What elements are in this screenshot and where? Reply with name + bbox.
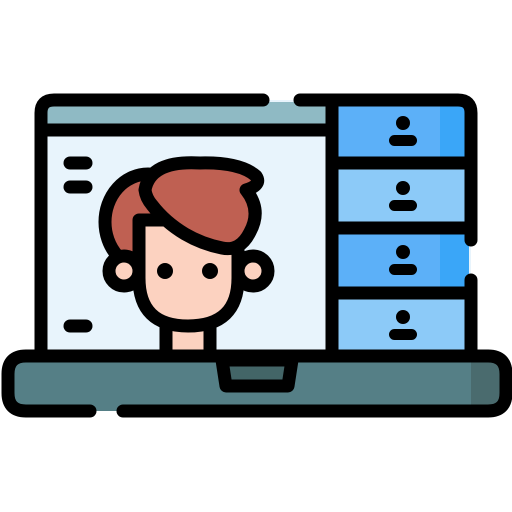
user-icon	[389, 116, 417, 146]
user-icon	[389, 181, 417, 211]
user-icon	[389, 310, 417, 340]
participant-tile	[335, 297, 469, 355]
screen-outline	[34, 93, 478, 367]
caption-lines	[63, 156, 93, 333]
trackpad-notch	[215, 353, 299, 393]
participants-sidebar	[325, 97, 473, 367]
laptop-base	[1, 349, 512, 418]
user-icon	[389, 245, 417, 275]
window-titlebar	[43, 102, 330, 128]
participant-tile	[335, 167, 469, 223]
